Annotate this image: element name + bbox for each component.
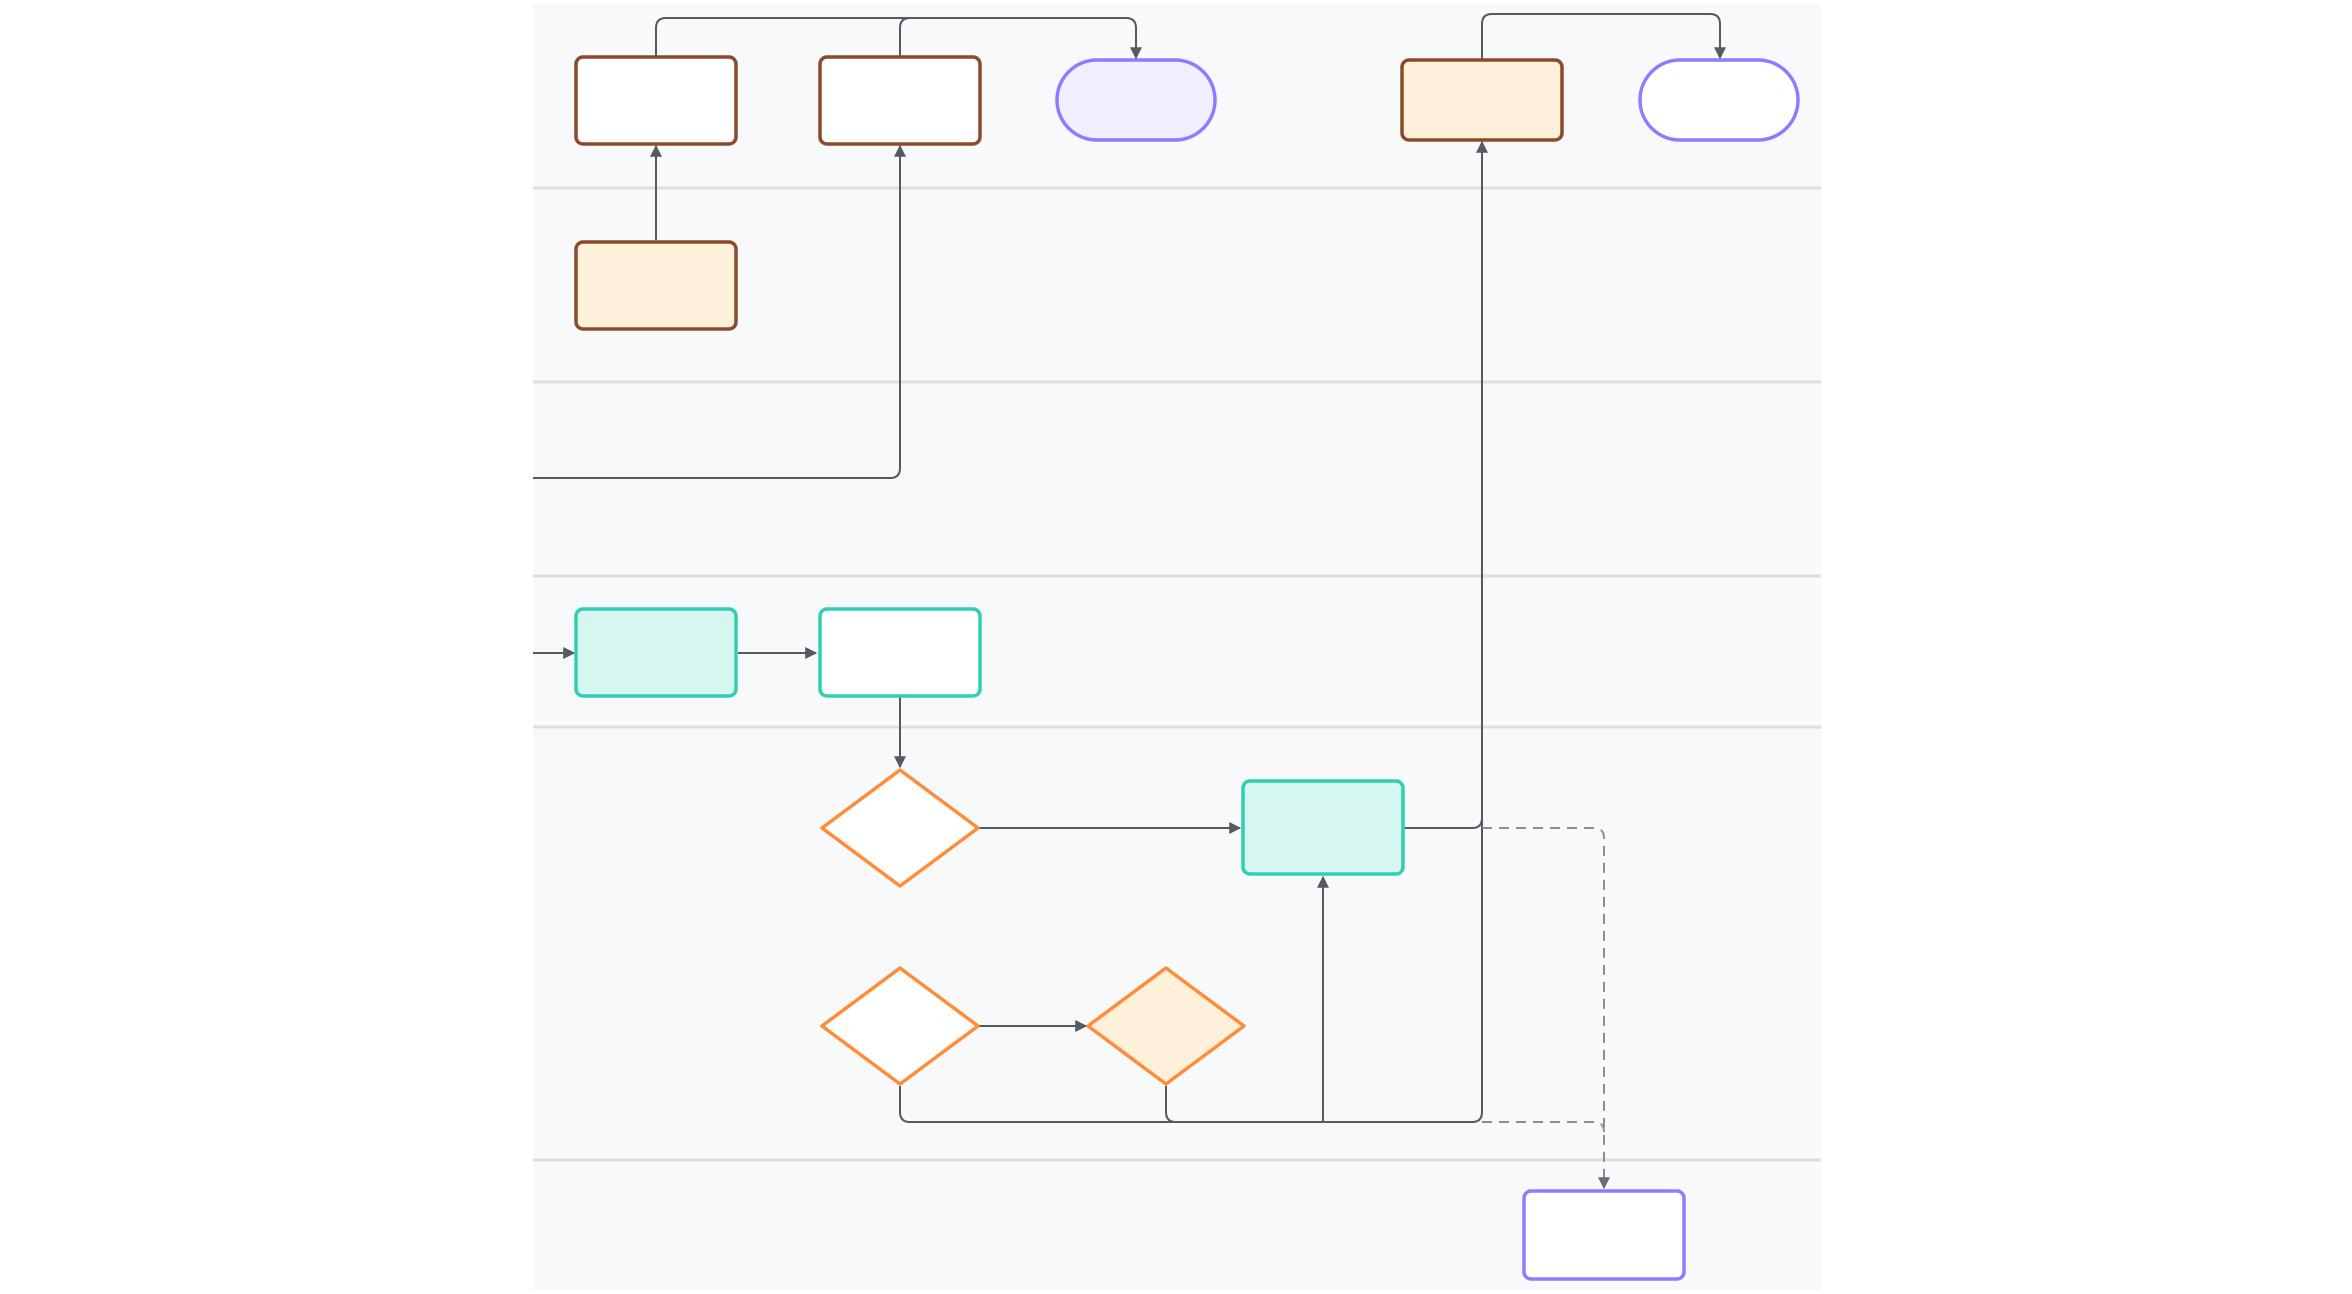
edge-process2-to-terminal1 [899, 17, 911, 57]
task-box-3[interactable] [1241, 779, 1405, 876]
terminal-pill-1[interactable] [1055, 58, 1217, 142]
decision-3[interactable] [1086, 966, 1246, 1086]
edge-process1-to-terminal1 [655, 17, 1142, 60]
output-box-1[interactable] [1522, 1189, 1686, 1281]
edge-task3-to-output1-dashed [1482, 827, 1610, 1190]
decision-nodes [820, 768, 1246, 1086]
decision-1[interactable] [820, 768, 980, 888]
edge-decision2-to-task3 [899, 875, 1329, 1123]
task-box-2[interactable] [818, 607, 982, 698]
lane-dividers [533, 186, 1821, 1162]
process-box-1[interactable] [574, 55, 738, 146]
connectors [533, 13, 1726, 1123]
decision-2[interactable] [820, 966, 980, 1086]
nodes [574, 55, 1800, 1281]
process-box-2[interactable] [818, 55, 982, 146]
edge-task3-right [1404, 817, 1483, 829]
dashed-connectors [1482, 827, 1610, 1190]
edge-offscreen-to-process2 [533, 144, 906, 479]
edge-route-to-process3 [1323, 140, 1488, 1123]
process-box-3[interactable] [1400, 58, 1564, 142]
edge-process3-to-terminal2 [1481, 13, 1726, 60]
terminal-pill-2[interactable] [1638, 58, 1800, 142]
edge-route-to-output1-dashed [1482, 1121, 1605, 1133]
process-box-4[interactable] [574, 240, 738, 331]
task-box-1[interactable] [574, 607, 738, 698]
edge-decision3-join [1165, 1086, 1177, 1123]
